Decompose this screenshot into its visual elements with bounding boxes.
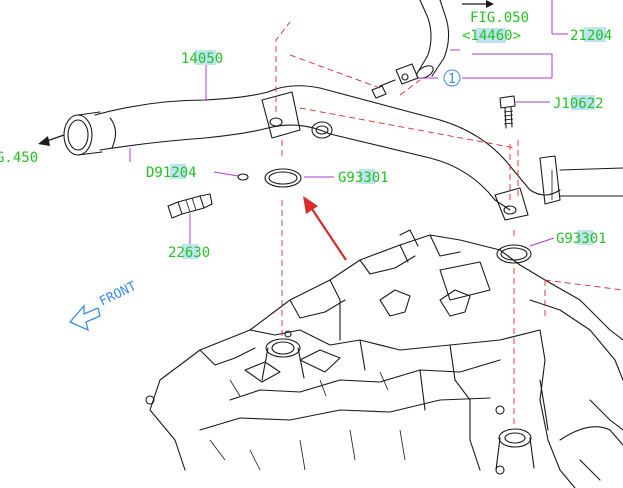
label-d91204[interactable]: D91204 (146, 164, 197, 181)
o-ring-g93301-left (264, 168, 302, 188)
bolt-j10622 (499, 95, 516, 129)
front-label: FRONT (97, 279, 139, 310)
callout-1-number: 1 (448, 72, 456, 87)
21204-text: 21204 (570, 28, 612, 44)
label-j10622[interactable]: J10622 (553, 95, 604, 112)
leader-lines (129, 0, 568, 247)
g93301-left-text: G93301 (338, 170, 389, 186)
22630-text: 22630 (168, 245, 210, 261)
engine-block (145, 229, 623, 488)
fig050-text: FIG.050 (470, 10, 529, 26)
j10622-text: J10622 (553, 96, 604, 112)
label-g450[interactable]: G.450 (0, 150, 38, 166)
dashed-guides (275, 21, 623, 425)
gasket-d91204 (237, 173, 249, 181)
fig-pointer-arrow (462, 0, 494, 8)
label-21204[interactable]: 21204 (570, 27, 612, 44)
g450-arrow (38, 134, 65, 146)
front-direction-indicator: FRONT (68, 279, 139, 332)
label-14050[interactable]: 14050 (181, 50, 223, 67)
d91204-text: D91204 (146, 165, 197, 181)
g450-text: G.450 (0, 150, 38, 166)
label-g93301-right[interactable]: G93301 (556, 230, 607, 247)
red-indicator-arrow (303, 196, 347, 261)
label-g93301-left[interactable]: G93301 (338, 169, 389, 186)
coolant-hose-14050 (63, 91, 269, 156)
label-fig050[interactable]: FIG.050 (470, 10, 529, 26)
upper-hose (416, 0, 450, 79)
fig050-sub-text: <14460> (462, 28, 521, 44)
water-pipe-main (261, 85, 623, 221)
g93301-right-text: G93301 (556, 231, 607, 247)
14050-text: 14050 (181, 51, 223, 67)
label-fig050-sub[interactable]: <14460> (462, 28, 521, 44)
callout-1: 1 (443, 69, 461, 87)
label-22630[interactable]: 22630 (168, 244, 210, 261)
sensor-22630 (167, 193, 213, 219)
hose-clamp (371, 63, 419, 99)
